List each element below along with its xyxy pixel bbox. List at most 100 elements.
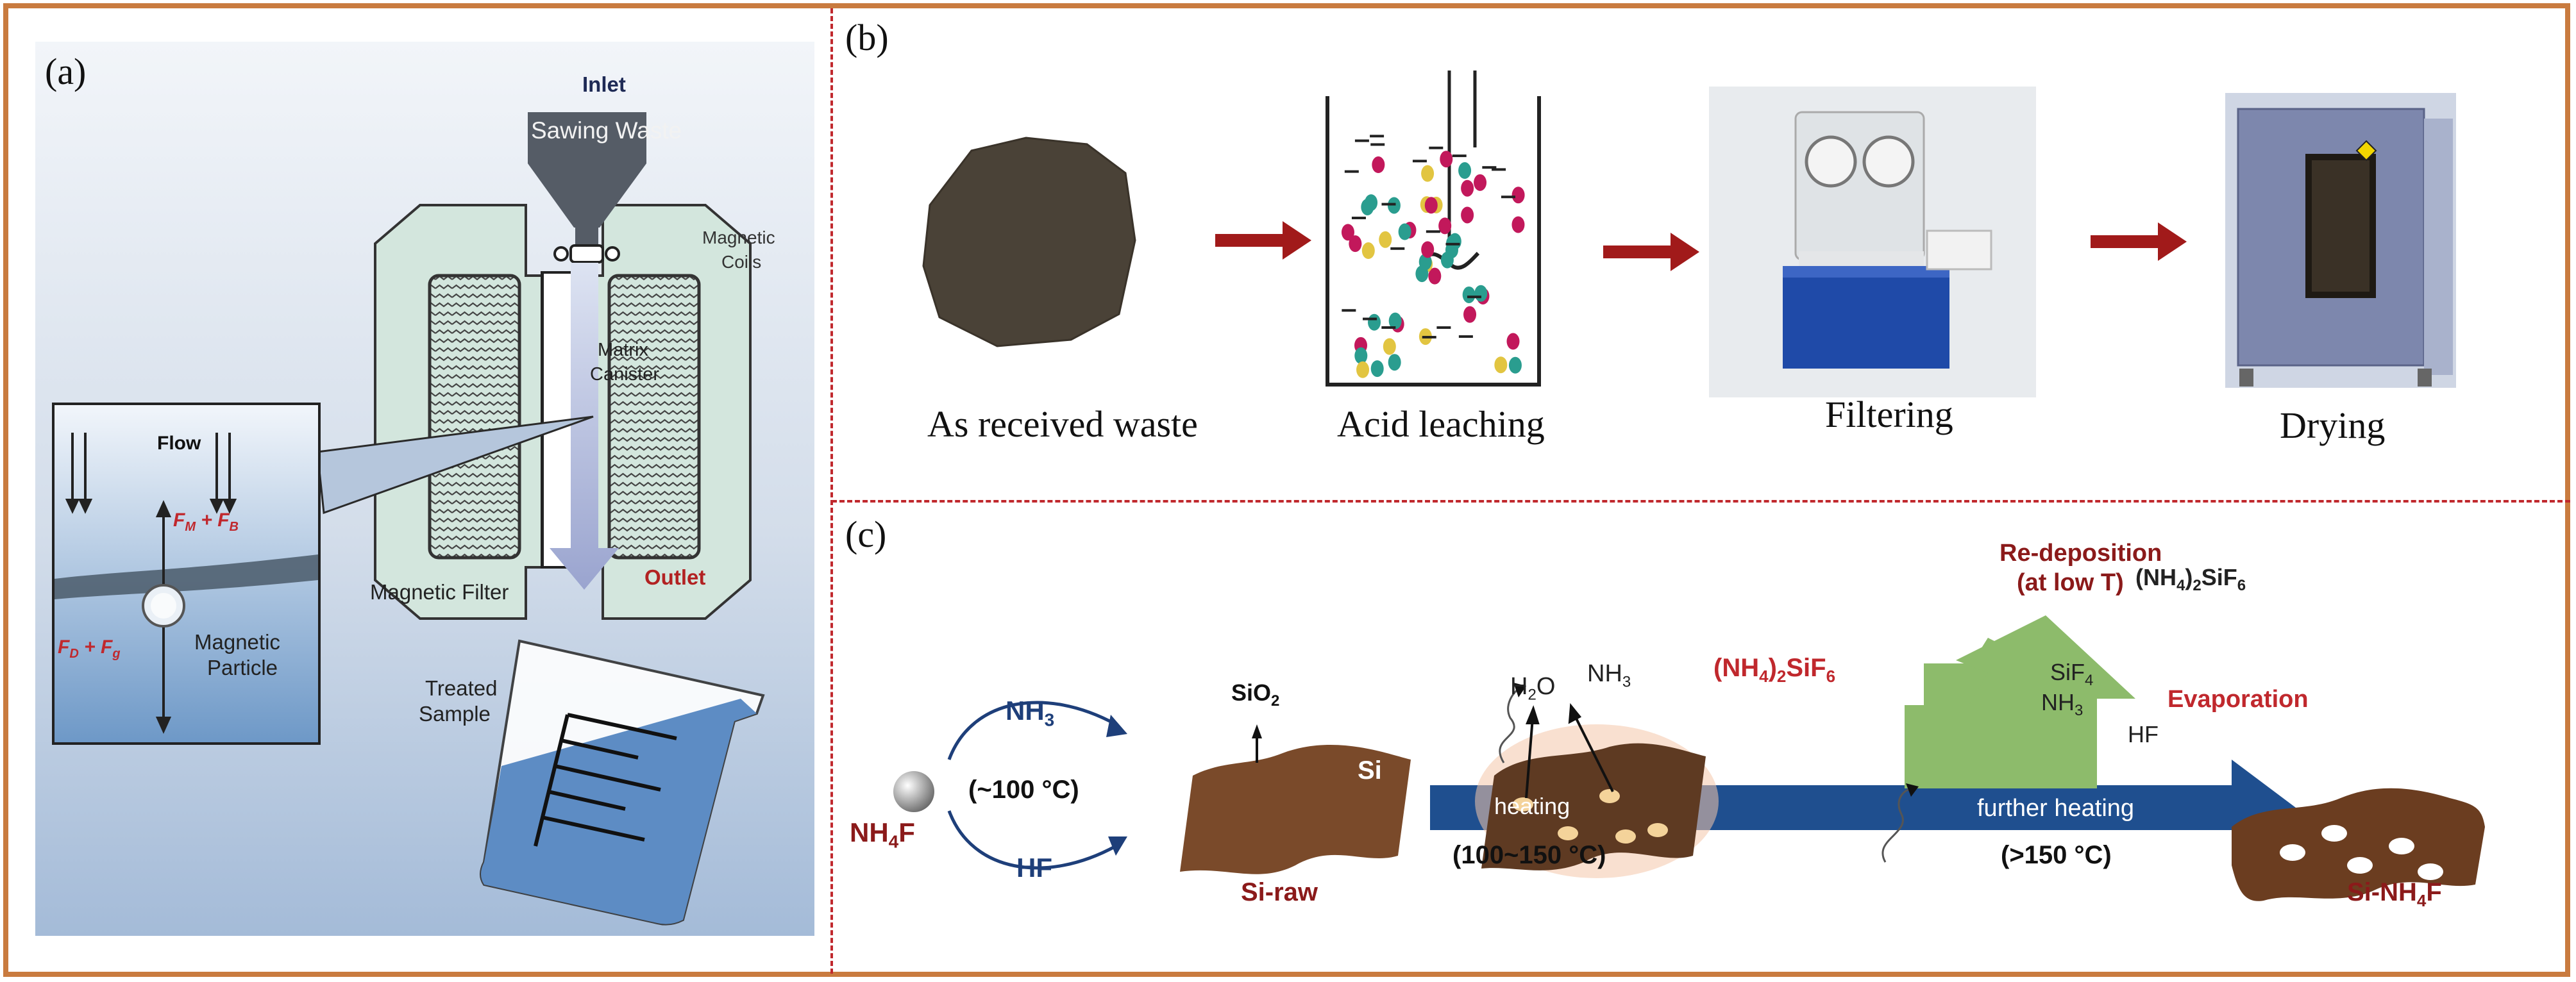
particle-dot [1349, 235, 1362, 253]
particle-dot [1463, 306, 1477, 323]
particle-dot [1445, 241, 1459, 258]
si-nh4f-label: Si-NH4F [2347, 878, 2442, 910]
nh3-vapor-label: NH3 [2041, 689, 2084, 720]
particle-dot [1388, 354, 1401, 371]
hopper [528, 112, 646, 163]
beaker-liquid [481, 699, 757, 924]
particle-dot [1438, 217, 1452, 235]
particle-dot [1361, 242, 1375, 260]
particle-dash [1370, 135, 1385, 138]
panel-divider-vertical [830, 8, 833, 974]
particle-dot [1365, 194, 1378, 212]
particle-dot [1511, 216, 1525, 233]
particle-dash [1412, 160, 1427, 163]
step-acid-leaching: Acid leaching [1337, 403, 1545, 445]
flow-label: Flow [157, 433, 201, 454]
deposit-salt-label: (NH4)2SiF6 [2135, 564, 2246, 595]
particle-dash [1452, 154, 1467, 158]
redeposition-label: Re-deposition [1999, 540, 2162, 567]
si-label-raw: Si [1358, 756, 1382, 785]
flow-arrow [550, 263, 619, 590]
hf-label: HF [1016, 853, 1052, 883]
step-filtering: Filtering [1825, 394, 1953, 435]
particle-dash [1344, 170, 1359, 173]
particle-dot [1511, 187, 1525, 204]
particle-label-2: Particle [207, 656, 278, 679]
particle-dot [1388, 312, 1402, 329]
particle-dot [1474, 174, 1487, 191]
si-label-final: Si [2488, 763, 2513, 791]
ammonium-salt-label: (NH4)2SiF6 [1713, 654, 1836, 686]
particle-dot [1428, 267, 1442, 285]
nh3-gas-label: NH3 [1587, 660, 1631, 691]
matrix-label-1: Matrix [598, 340, 648, 360]
h2o-label: H2O [1510, 673, 1556, 704]
temp-100-label: (~100 °C) [968, 776, 1079, 804]
heating-label: heating [1494, 793, 1570, 819]
particle-dash [1492, 168, 1506, 171]
nh3-label: NH3 [1006, 695, 1055, 730]
panel-divider-horizontal [832, 500, 2570, 503]
treated-label-1: Treated [425, 676, 498, 700]
particle-dot [1356, 361, 1370, 378]
particle-dot [1421, 165, 1435, 182]
particle-dot [1398, 223, 1411, 240]
hopper-label: Sawing Waste [531, 117, 682, 144]
particle-dash [1381, 326, 1396, 329]
vapor-box [1905, 615, 2135, 788]
particle-dot [1461, 206, 1474, 224]
coil-left [428, 274, 521, 560]
particle-dash [1390, 247, 1405, 250]
nh4f-label: NH4F [850, 817, 915, 852]
si-label-heated: Si [1867, 751, 1892, 779]
particle-dash [1351, 217, 1366, 220]
si-raw-label: Si-raw [1241, 878, 1318, 906]
particle-dot [1354, 347, 1368, 364]
filter-machine [1709, 87, 2036, 397]
figure-frame [3, 3, 2570, 977]
coil-right [607, 274, 701, 560]
further-heating-label: further heating [1977, 795, 2135, 822]
step-as-received-waste: As received waste [927, 403, 1198, 445]
particle-dot [1440, 151, 1453, 168]
particle-dash [1363, 317, 1377, 320]
panel-c-label: (c) [845, 513, 887, 555]
coils-label-2: Coils [721, 252, 762, 272]
panel-b-label: (b) [845, 17, 889, 58]
drying-oven [2225, 93, 2456, 388]
particle-dash [1381, 203, 1396, 206]
coils-label-1: Magnetic [702, 228, 775, 247]
particle-dash [1370, 143, 1385, 146]
matrix-label-2: Canister [590, 364, 659, 385]
heating-arrow [1430, 760, 2296, 856]
particle-dot [1458, 162, 1472, 179]
particle-dash [1354, 139, 1369, 142]
particle-dot [1383, 338, 1396, 355]
particle-dash [1436, 326, 1451, 329]
sio2-label: SiO2 [1231, 679, 1280, 710]
particle-dash [1426, 230, 1440, 233]
particle-dash [1501, 196, 1515, 199]
particle-dash [1422, 336, 1436, 339]
particle-dot [1462, 286, 1476, 303]
step-drying: Drying [2280, 404, 2386, 446]
filter-strand [55, 554, 318, 599]
particle-dot [1506, 333, 1520, 350]
force-magnetic-label: FM + FB [173, 510, 239, 534]
temp-100-150-label: (100~150 °C) [1452, 841, 1606, 869]
particle-dot [1461, 179, 1474, 197]
particle-dot [1379, 231, 1392, 248]
particle-dot [1494, 356, 1508, 374]
waste-pile [923, 138, 1135, 346]
particle-dot [1508, 356, 1522, 374]
panel-a: Inlet Sawing Waste Magnetic Coils Matrix… [35, 42, 814, 936]
particle-dot [1372, 156, 1385, 174]
particle-dash [1467, 295, 1481, 299]
panel-b-illustration [922, 71, 2456, 397]
particle-dot [1421, 241, 1435, 258]
magnetic-filter-label: Magnetic Filter [370, 580, 509, 604]
low-t-label: (at low T) [2017, 569, 2124, 596]
particle-dash [1482, 166, 1497, 169]
hf-vapor-label: HF [2128, 721, 2159, 747]
panel-a-label: (a) [45, 51, 87, 92]
